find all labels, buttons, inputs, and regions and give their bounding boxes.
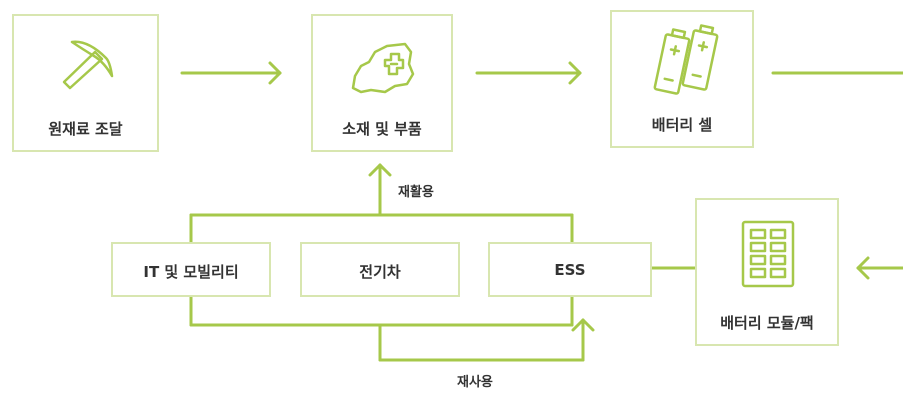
app-ess-box: ESS: [488, 242, 652, 297]
material-map-icon: [351, 42, 415, 94]
raw-material-box: 원재료 조달: [12, 14, 159, 152]
app-ev-box: 전기차: [300, 242, 460, 297]
app-it-mobility-label: IT 및 모빌리티: [143, 263, 239, 281]
materials-label: 소재 및 부품: [342, 120, 422, 138]
battery-cell-box: 배터리 셀: [610, 10, 754, 148]
battery-cells-icon: [653, 24, 719, 95]
battery-module-box: 배터리 모듈/팩: [695, 198, 839, 346]
reuse-label: 재사용: [457, 375, 493, 390]
recycle-label: 재활용: [398, 185, 434, 200]
battery-cell-label: 배터리 셀: [651, 116, 713, 134]
battery-module-label: 배터리 모듈/팩: [720, 314, 814, 332]
raw-material-label: 원재료 조달: [48, 120, 123, 138]
app-ev-label: 전기차: [359, 263, 401, 281]
app-it-mobility-box: IT 및 모빌리티: [111, 242, 271, 297]
app-ess-label: ESS: [554, 261, 586, 279]
materials-box: 소재 및 부품: [311, 14, 453, 152]
battery-module-icon: [741, 220, 795, 288]
pickaxe-icon: [62, 40, 114, 90]
